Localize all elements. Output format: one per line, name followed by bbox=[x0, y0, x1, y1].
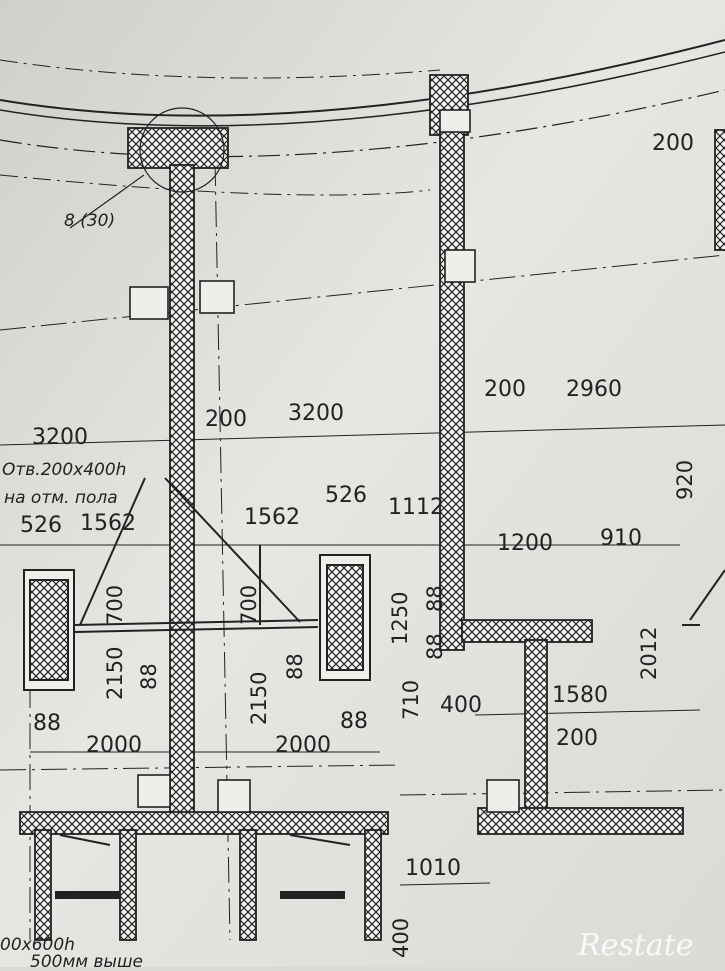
dim-1250: 1250 bbox=[388, 592, 412, 645]
dim-200-center: 200 bbox=[205, 407, 247, 432]
dim-1200: 1200 bbox=[497, 531, 553, 556]
dim-200-lower: 200 bbox=[556, 726, 598, 751]
dim-920: 920 bbox=[673, 460, 697, 500]
watermark-logo: Restate bbox=[577, 928, 694, 963]
dim-3200-left: 3200 bbox=[32, 425, 88, 450]
dim-2960: 2960 bbox=[566, 377, 622, 402]
bottom-height-note: 500мм выше bbox=[30, 952, 143, 967]
vent-blocks bbox=[129, 109, 520, 813]
dim-3200-center: 3200 bbox=[288, 401, 344, 426]
dim-2012: 2012 bbox=[637, 627, 661, 680]
dim-1112: 1112 bbox=[388, 495, 444, 520]
dim-2150-center: 2150 bbox=[247, 672, 271, 725]
callout-label: 8 (30) bbox=[64, 211, 115, 231]
dim-1562-center: 1562 bbox=[244, 505, 300, 530]
dim-200-top-right: 200 bbox=[652, 131, 694, 156]
shaft-units bbox=[23, 554, 371, 691]
dim-88-a: 88 bbox=[423, 633, 447, 660]
dim-526-left: 526 bbox=[20, 513, 62, 538]
dim-88-bottom-left: 88 bbox=[33, 711, 61, 736]
dim-200-right-wall: 200 bbox=[484, 377, 526, 402]
dim-1010: 1010 bbox=[405, 856, 461, 881]
dim-1580: 1580 bbox=[552, 683, 608, 708]
dim-526-center: 526 bbox=[325, 483, 367, 508]
vertical-dimensions: 920 700 700 1250 88 88 2150 88 2150 88 7… bbox=[103, 460, 697, 958]
floor-level-note: на отм. пола bbox=[4, 488, 118, 508]
dim-88-bottom-center: 88 bbox=[340, 709, 368, 734]
dim-710: 710 bbox=[399, 680, 423, 720]
bottom-opening-note: 00x600h bbox=[0, 935, 75, 955]
dim-700-left: 700 bbox=[103, 585, 127, 625]
dim-88-b: 88 bbox=[423, 585, 447, 612]
dim-88-center: 88 bbox=[283, 653, 307, 680]
dim-88-left: 88 bbox=[137, 663, 161, 690]
watermark: Restate bbox=[577, 928, 694, 963]
dimensions: 200 200 2960 200 3200 3200 526 1562 1562… bbox=[20, 131, 694, 881]
dim-400-mid: 400 bbox=[440, 693, 482, 718]
dim-910: 910 bbox=[600, 526, 642, 551]
dim-700-center: 700 bbox=[237, 585, 261, 625]
dim-1562-left: 1562 bbox=[80, 511, 136, 536]
outer-wall-lines bbox=[0, 39, 725, 196]
opening-note: Отв.200х400h bbox=[2, 460, 126, 480]
dim-400-bottom: 400 bbox=[389, 918, 413, 958]
dim-2000-center: 2000 bbox=[275, 733, 331, 758]
dim-2000-left: 2000 bbox=[86, 733, 142, 758]
slab-lines bbox=[55, 477, 725, 899]
walls bbox=[19, 74, 725, 941]
dim-2150-left: 2150 bbox=[103, 647, 127, 700]
callout: 8 (30) bbox=[64, 107, 225, 231]
